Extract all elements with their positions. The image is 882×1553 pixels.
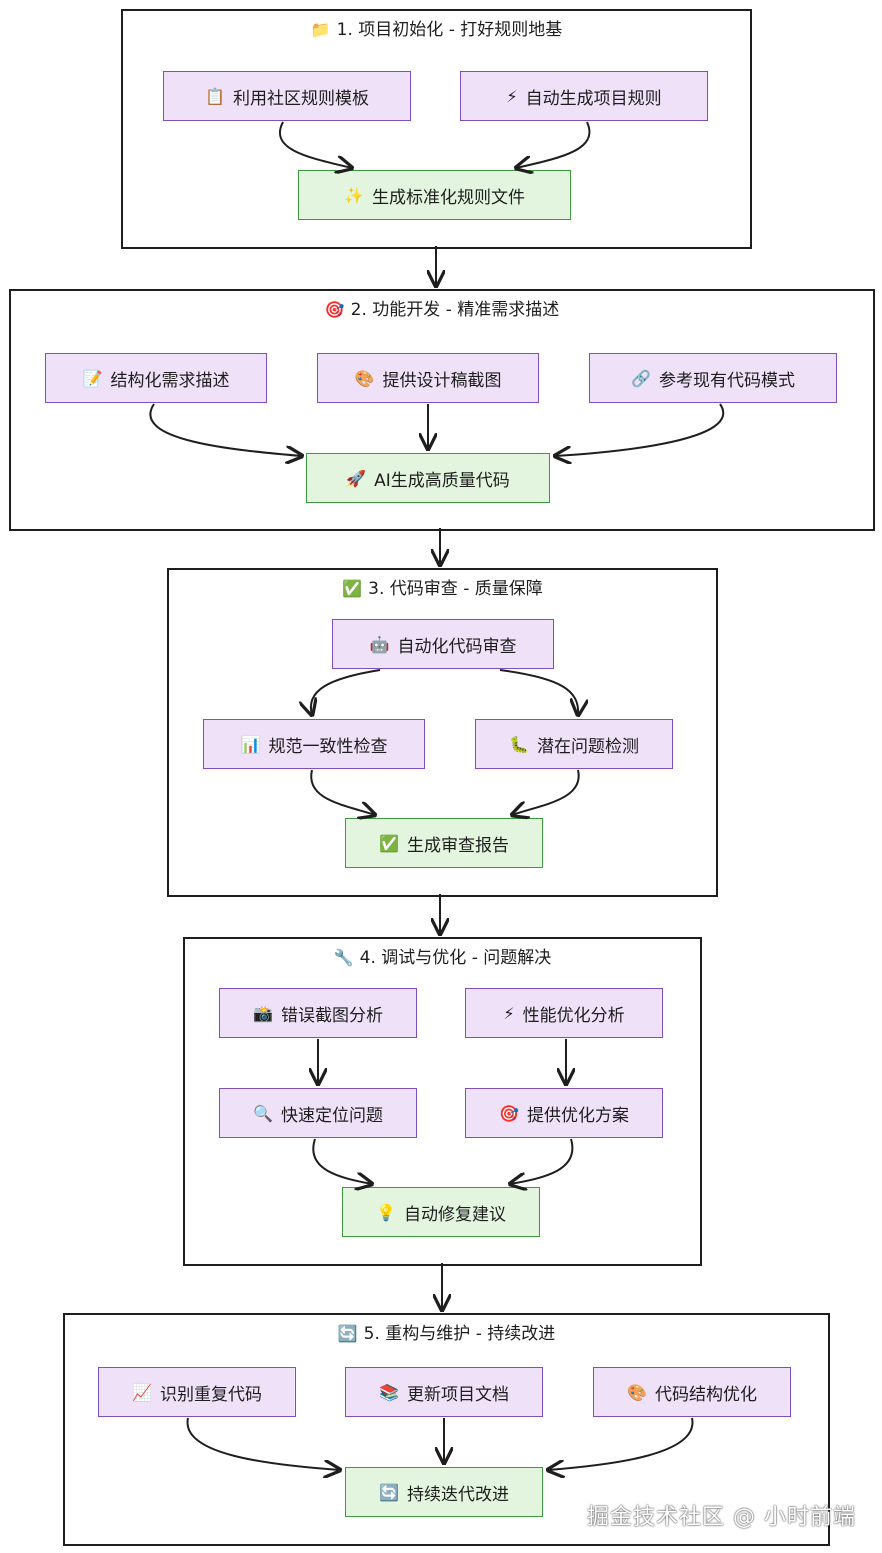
lightning-icon: ⚡	[506, 86, 518, 106]
refresh-icon: 🔄	[379, 1482, 399, 1502]
memo-icon: 📝	[82, 368, 103, 388]
node-optimization-plan[interactable]: 🎯提供优化方案	[465, 1088, 663, 1138]
palette-icon: 🎨	[354, 368, 375, 388]
node-consistency-check[interactable]: 📊规范一致性检查	[203, 719, 425, 769]
rocket-icon: 🚀	[346, 468, 367, 488]
clipboard-icon: 📋	[205, 86, 225, 106]
node-design-screenshot[interactable]: 🎨提供设计稿截图	[317, 353, 539, 403]
node-auto-generate-rules[interactable]: ⚡自动生成项目规则	[460, 71, 708, 121]
node-update-docs[interactable]: 📚更新项目文档	[345, 1367, 543, 1417]
section-title: 🔧4. 调试与优化 - 问题解决	[333, 948, 552, 968]
bug-icon: 🐛	[509, 734, 529, 754]
section-title: 🔄5. 重构与维护 - 持续改进	[337, 1324, 556, 1344]
node-standard-rule-file[interactable]: ✨生成标准化规则文件	[298, 170, 571, 220]
node-review-report[interactable]: ✅生成审查报告	[345, 818, 543, 868]
node-error-screenshot-analysis[interactable]: 📸错误截图分析	[219, 988, 417, 1038]
node-reference-code-patterns[interactable]: 🔗参考现有代码模式	[589, 353, 837, 403]
link-icon: 🔗	[631, 368, 651, 388]
camera-icon: 📸	[253, 1003, 273, 1023]
node-identify-duplicate-code[interactable]: 📈识别重复代码	[98, 1367, 296, 1417]
node-community-rule-template[interactable]: 📋利用社区规则模板	[163, 71, 411, 121]
bar-chart-icon: 📊	[240, 734, 261, 754]
section-title: 📁1. 项目初始化 - 打好规则地基	[310, 20, 563, 40]
node-auto-fix-suggestion[interactable]: 💡自动修复建议	[342, 1187, 540, 1237]
check-icon: ✅	[379, 833, 399, 853]
trend-chart-icon: 📈	[132, 1382, 152, 1402]
folder-icon: 📁	[310, 20, 331, 39]
wrench-icon: 🔧	[333, 948, 354, 967]
node-structure-optimization[interactable]: 🎨代码结构优化	[593, 1367, 791, 1417]
refresh-icon: 🔄	[337, 1324, 358, 1343]
node-ai-generate-code[interactable]: 🚀AI生成高质量代码	[306, 453, 550, 503]
lightbulb-icon: 💡	[376, 1202, 396, 1222]
node-continuous-iteration[interactable]: 🔄持续迭代改进	[345, 1467, 543, 1517]
node-potential-issue-detection[interactable]: 🐛潜在问题检测	[475, 719, 673, 769]
magnifier-icon: 🔍	[253, 1103, 273, 1123]
target-icon: 🎯	[324, 300, 345, 319]
target-icon: 🎯	[499, 1103, 519, 1123]
books-icon: 📚	[379, 1382, 399, 1402]
node-auto-code-review[interactable]: 🤖自动化代码审查	[332, 619, 554, 669]
lightning-icon: ⚡	[503, 1003, 515, 1023]
node-structured-requirements[interactable]: 📝结构化需求描述	[45, 353, 267, 403]
palette-icon: 🎨	[627, 1382, 647, 1402]
watermark: 掘金技术社区 @ 小时前端	[587, 1505, 856, 1530]
robot-icon: 🤖	[369, 634, 390, 654]
section-title: 🎯2. 功能开发 - 精准需求描述	[324, 300, 560, 320]
check-icon: ✅	[342, 579, 363, 598]
node-locate-issue[interactable]: 🔍快速定位问题	[219, 1088, 417, 1138]
sparkles-icon: ✨	[344, 185, 364, 205]
node-performance-analysis[interactable]: ⚡性能优化分析	[465, 988, 663, 1038]
section-title: ✅3. 代码审查 - 质量保障	[342, 579, 543, 599]
